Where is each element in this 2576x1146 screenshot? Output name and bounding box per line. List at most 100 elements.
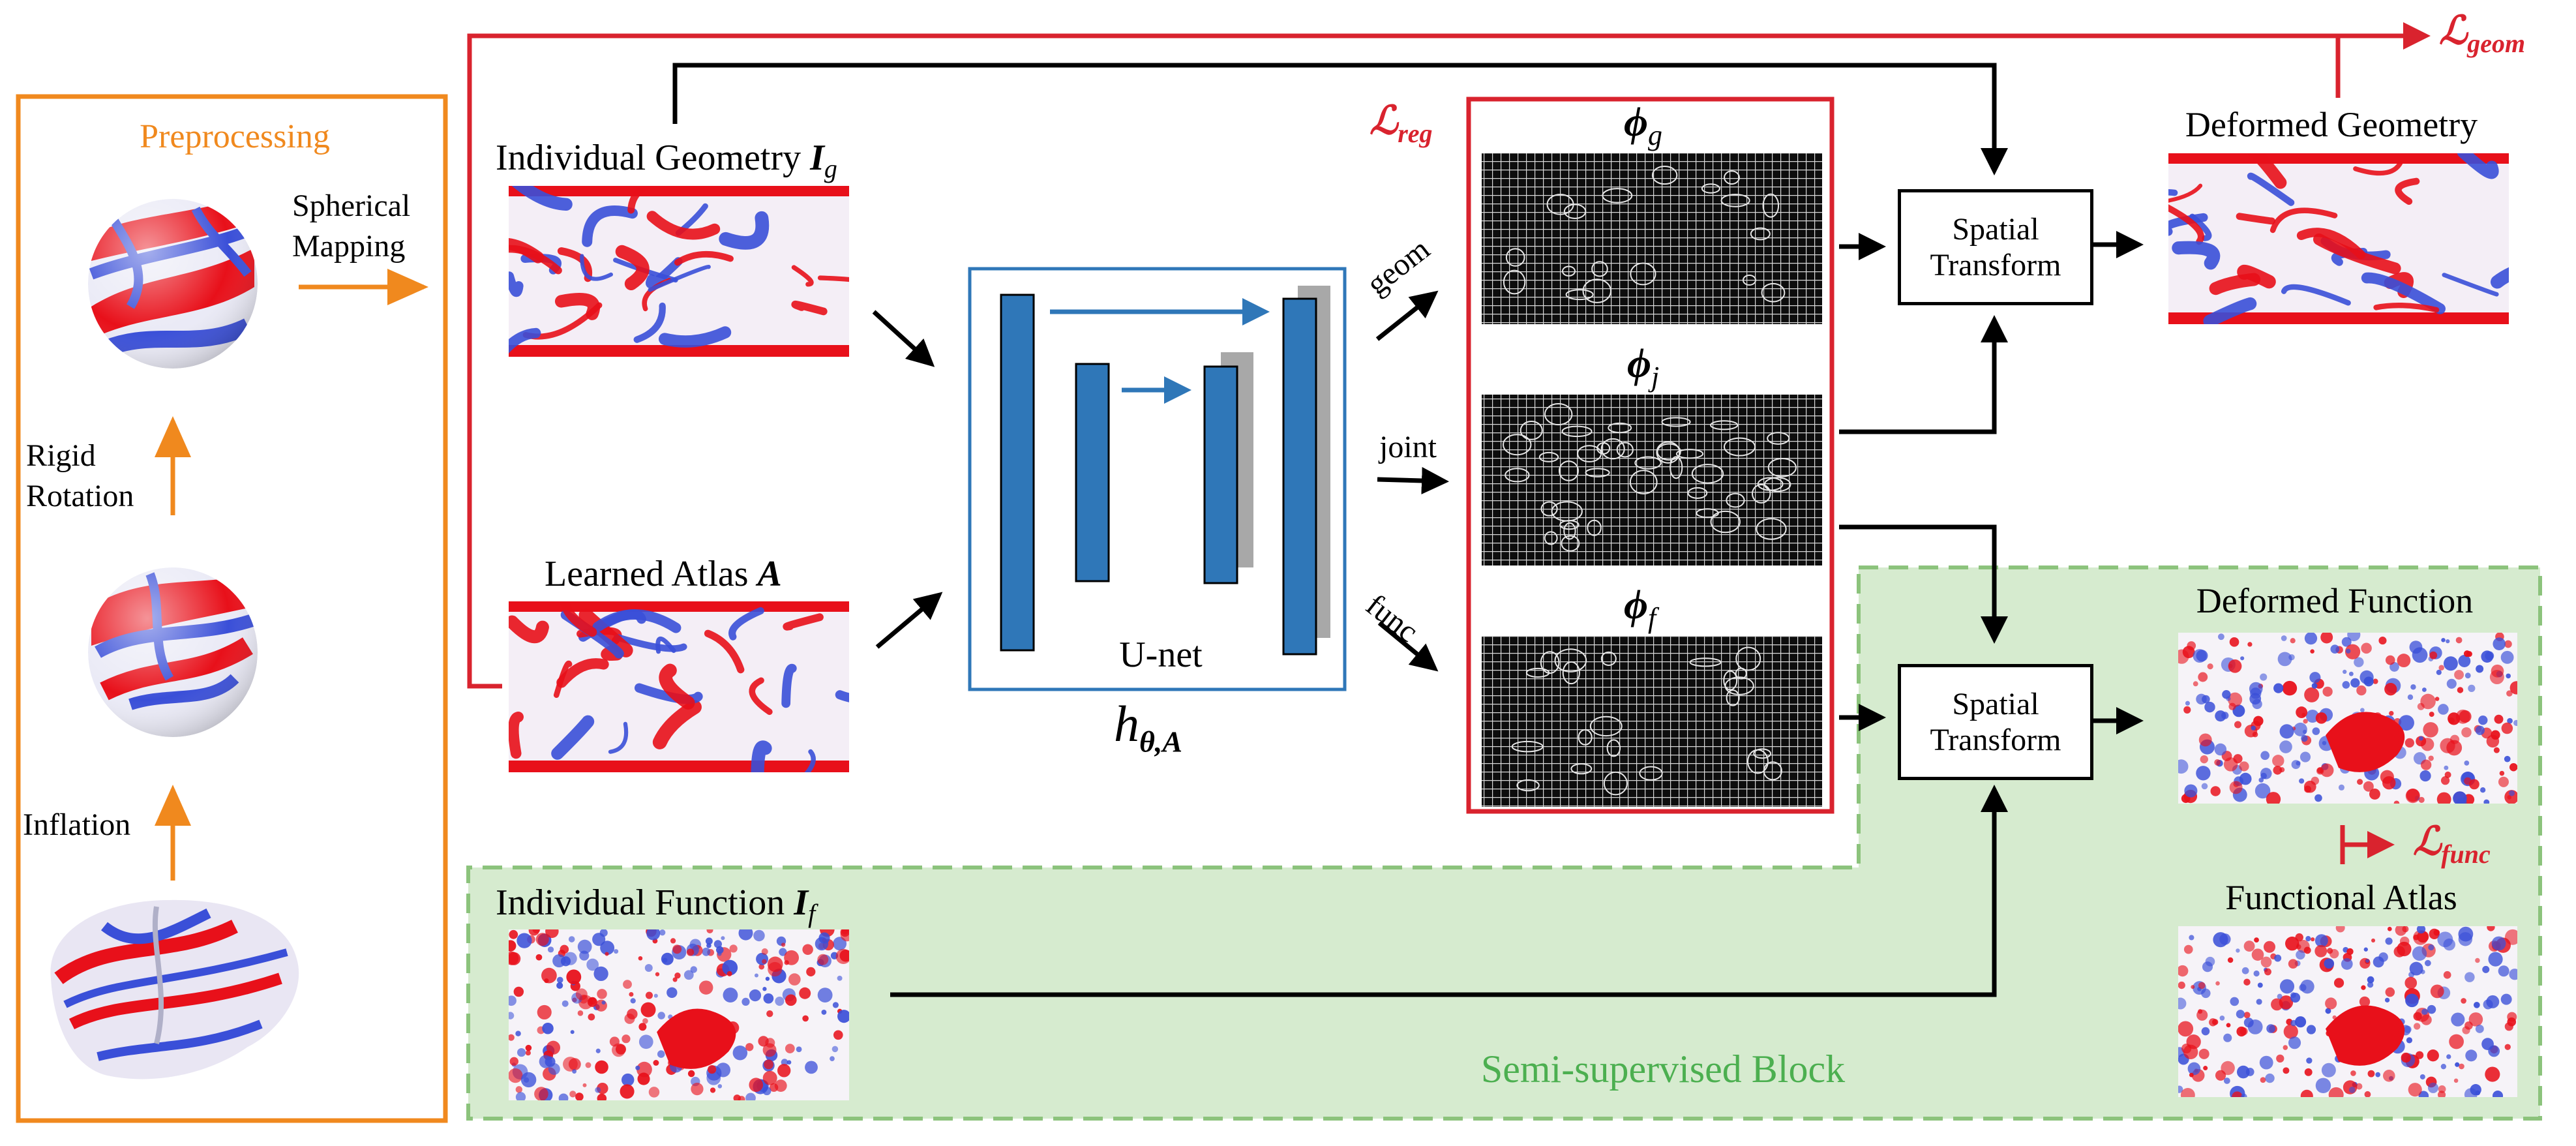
warp-distortion [1710,420,1739,430]
warp-distortion [1606,739,1621,757]
warp-distortion [1563,522,1576,540]
warp-distortion [1634,456,1662,470]
warp-distortion [1651,165,1678,185]
loss-reg-sub: reg [1398,119,1433,148]
warp-distortion [1753,748,1772,759]
individual-geometry-sub: g [824,154,837,184]
network-function-sub: θ,A [1139,725,1183,759]
individual-geometry-text: Individual Geometry [496,138,811,178]
warp-distortion [1511,740,1544,753]
warp-distortion [1554,648,1587,672]
loss-func-symbol: ℒ [2413,820,2442,863]
deformed-geometry-label: Deformed Geometry [2185,105,2478,144]
warp-distortion [1724,170,1740,185]
warp-distortion [1762,193,1780,218]
phi-g-label: ϕg [1624,98,1662,152]
unet-layer-enc2 [1075,363,1110,582]
warp-distortion [1752,484,1771,504]
loss-func-label: ℒfunc [2413,819,2491,869]
spatial-transform-1-label: Spatial Transform [1930,211,2061,282]
warp-distortion [1763,477,1791,492]
loss-geom-label: ℒgeom [2439,8,2525,59]
warp-distortion [1600,438,1625,460]
functional-atlas-map [2178,926,2517,1097]
warp-distortion [1503,269,1526,295]
loss-func-sub: func [2441,839,2491,869]
spatial-transform-2: Spatial Transform [1898,664,2093,780]
individual-function-symbol: I [794,882,809,923]
warp-distortion [1578,729,1593,746]
warp-distortion [1577,445,1602,462]
individual-geometry-label: Individual Geometry Ig [496,137,837,184]
warp-distortion [1544,403,1573,426]
warp-distortion [1503,434,1532,456]
warp-distortion [1561,535,1580,552]
warp-distortion [1767,457,1797,477]
unet-layer-dec1 [1282,297,1317,656]
phi-f-field [1482,636,1822,807]
warp-distortion [1670,456,1683,479]
unet-layer-dec2 [1203,365,1238,584]
sphere-rigid [88,567,258,737]
phi-f-label: ϕf [1624,581,1656,635]
preprocessing-box [16,94,448,1123]
phi-j-symbol: ϕ [1627,340,1652,386]
warp-distortion [1551,501,1583,522]
brain-surface [50,899,299,1079]
warp-distortion [1540,651,1560,674]
reg-box [1466,97,1835,814]
individual-function-label: Individual Function If [496,882,815,929]
warp-distortion [1691,464,1724,484]
warp-distortion [1587,519,1602,536]
warp-distortion [1561,425,1593,438]
preprocessing-title: Preprocessing [140,118,330,155]
warp-distortion [1687,487,1708,499]
arrow-phij-transform1 [1839,315,2008,434]
arrow-branch-func [1377,621,1439,672]
warp-distortion [1516,779,1540,792]
learned-atlas-label: Learned Atlas A [545,553,782,595]
step-spherical-mapping: Spherical Mapping [292,188,411,264]
phi-j-label: ϕj [1627,339,1659,393]
warp-distortion [1726,492,1745,508]
warp-distortion [1600,651,1617,666]
phi-f-sub: f [1648,601,1656,634]
warp-distortion [1603,771,1628,796]
individual-function-sub: f [808,899,816,929]
warp-distortion [1616,442,1634,458]
learned-atlas-text: Learned Atlas [545,554,758,594]
warp-distortion [1563,204,1587,219]
warp-distortion [1544,531,1558,545]
warp-distortion [1689,657,1722,667]
individual-geometry-symbol: I [810,138,824,178]
loss-reg-label: ℒreg [1370,98,1433,149]
individual-function-text: Individual Function [496,882,794,923]
warp-distortion [1701,183,1720,194]
warp-distortion [1629,470,1658,494]
phi-j-sub: j [1651,360,1660,393]
warp-distortion [1746,749,1769,774]
sphere-spherical [88,199,258,369]
warp-distortion [1520,420,1543,440]
arrow-atlas-unet [875,592,943,649]
warp-distortion [1735,646,1761,671]
warp-distortion [1585,468,1610,477]
warp-distortion [1589,716,1623,737]
phi-g-symbol: ϕ [1624,98,1649,145]
unet-label: U-net [1119,635,1203,675]
arrow-phij-transform2 [1839,524,2008,644]
warp-distortion [1710,510,1741,534]
warp-distortion [1720,194,1750,207]
phi-f-symbol: ϕ [1624,581,1649,627]
step-rigid-rotation: Rigid Rotation [26,438,134,514]
warp-distortion [1723,437,1756,457]
arrow-branch-geom [1375,290,1439,341]
warp-distortion [1656,441,1681,464]
unet-layer-enc1 [1000,294,1035,652]
arrow-branch-joint [1377,466,1449,494]
warp-distortion [1565,289,1594,301]
warp-distortion [1726,689,1740,706]
warp-distortion [1761,282,1786,303]
semi-supervised-label: Semi-supervised Block [1480,1048,1846,1091]
